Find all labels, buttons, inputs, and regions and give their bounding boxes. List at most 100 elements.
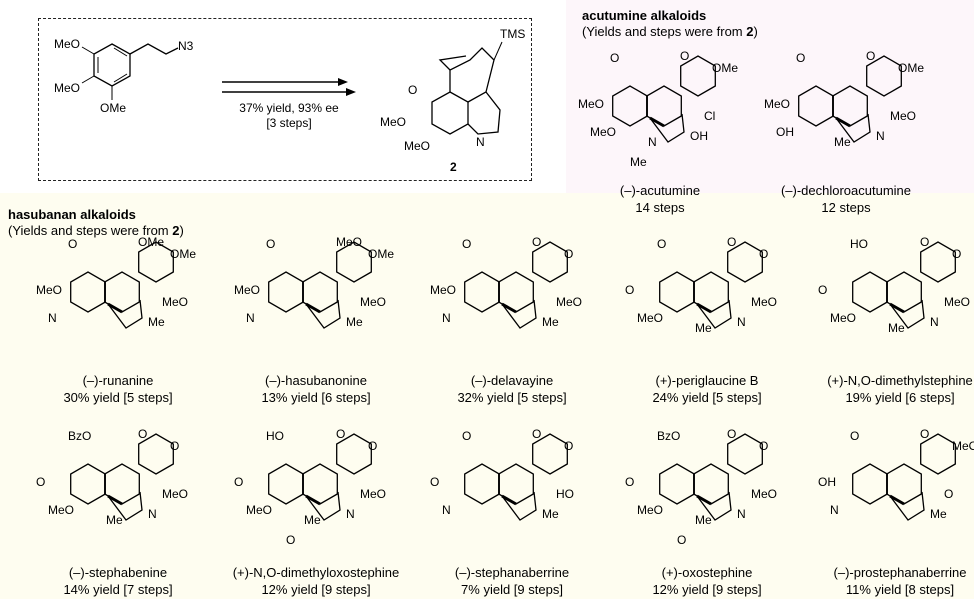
compound-name: (–)-stephanaberrine xyxy=(454,565,570,580)
atom-label: OMe xyxy=(170,247,196,261)
compound-caption: (+)-oxostephine 12% yield [9 steps] xyxy=(612,564,802,598)
atom-label: N xyxy=(930,315,939,329)
atom-label: TMS xyxy=(500,27,525,41)
atom-label: O xyxy=(818,283,827,297)
acutumine-subtitle: (Yields and steps were from 2) xyxy=(582,24,758,39)
atom-label: O xyxy=(610,51,619,65)
atom-label: Cl xyxy=(704,109,715,123)
compound-yield: 12 steps xyxy=(821,200,871,215)
atom-label: O xyxy=(727,235,736,249)
atom-label: O xyxy=(234,475,243,489)
atom-label: O xyxy=(952,247,961,261)
atom-label: MeO xyxy=(162,295,188,309)
atom-label: Me xyxy=(304,513,321,527)
atom-label: MeO xyxy=(764,97,790,111)
atom-label: MeO xyxy=(36,283,62,297)
atom-label: Me xyxy=(106,513,123,527)
atom-label: OMe xyxy=(100,101,126,115)
atom-label: Me xyxy=(888,321,905,335)
atom-label: O xyxy=(796,51,805,65)
hasubanan-panel: hasubanan alkaloids (Yields and steps we… xyxy=(0,193,974,599)
arrowhead-icon xyxy=(346,88,356,96)
atom-label: O xyxy=(532,427,541,441)
compound-caption: (–)-prostephanaberrine 11% yield [8 steps… xyxy=(805,564,974,598)
atom-label: O xyxy=(286,533,295,547)
atom-label: MeO xyxy=(48,503,74,517)
atom-label: O xyxy=(759,247,768,261)
atom-label: OMe xyxy=(368,247,394,261)
atom-label: N xyxy=(737,315,746,329)
atom-label: O xyxy=(138,427,147,441)
atom-label: O xyxy=(850,429,859,443)
compound-yield: 11% yield [8 steps] xyxy=(845,582,955,597)
subtitle-text: (Yields and steps were from xyxy=(8,223,173,238)
atom-label: OH xyxy=(776,125,794,139)
atom-label: MeO xyxy=(54,37,80,51)
compound-2-structure: TMS O MeO MeO N 2 xyxy=(380,27,525,174)
synthesis-scheme-box xyxy=(38,18,532,181)
atom-label: O xyxy=(36,475,45,489)
subtitle-text: (Yields and steps were from xyxy=(582,24,747,39)
atom-label: O xyxy=(170,439,179,453)
atom-label: N xyxy=(648,135,657,149)
atom-label: MeO xyxy=(556,295,582,309)
atom-label: MeO xyxy=(952,439,974,453)
compound-name: (–)-hasubanonine xyxy=(265,373,367,388)
compound-name: (+)-N,O-dimethyloxostephine xyxy=(232,565,400,580)
atom-label: OMe xyxy=(898,61,924,75)
compound-yield: 14% yield [7 steps] xyxy=(63,582,173,597)
subtitle-text: ) xyxy=(179,223,184,238)
atom-label: OMe xyxy=(138,235,164,249)
atom-label: N xyxy=(48,311,57,325)
atom-label: MeO xyxy=(751,487,777,501)
compound-yield: 13% yield [6 steps] xyxy=(261,390,371,405)
compound-caption: (–)-dechloroacutumine 12 steps xyxy=(751,182,941,216)
compound-name: (–)-dechloroacutumine xyxy=(780,183,912,198)
atom-label: HO xyxy=(266,429,284,443)
atom-label: OH xyxy=(690,129,708,143)
atom-label: MeO xyxy=(162,487,188,501)
atom-label: O xyxy=(866,49,875,63)
atom-label: Me xyxy=(630,155,647,169)
atom-label: O xyxy=(680,49,689,63)
atom-label: Me xyxy=(695,321,712,335)
compound-ref: 2 xyxy=(172,223,180,238)
starting-material-structure: MeO MeO OMe N3 xyxy=(54,37,194,115)
atom-label: O xyxy=(408,83,417,97)
hasubanan-title: hasubanan alkaloids xyxy=(8,207,136,222)
atom-label: MeO xyxy=(404,139,430,153)
atom-label: MeO xyxy=(637,311,663,325)
atom-label: N xyxy=(830,503,839,517)
compound-name: (–)-acutumine xyxy=(619,183,701,198)
atom-label: MeO xyxy=(360,487,386,501)
atom-label: O xyxy=(564,439,573,453)
atom-label: O xyxy=(677,533,686,547)
compound-name: (–)-prostephanaberrine xyxy=(833,565,967,580)
atom-label: O xyxy=(920,235,929,249)
compound-yield: 12% yield [9 steps] xyxy=(652,582,762,597)
atom-label: O xyxy=(68,237,77,251)
atom-label: O xyxy=(944,487,953,501)
atom-label: BzO xyxy=(657,429,680,443)
atom-label: Me xyxy=(930,507,947,521)
atom-label: O xyxy=(266,237,275,251)
atom-label: MeO xyxy=(890,109,916,123)
atom-label: O xyxy=(625,475,634,489)
atom-label: O xyxy=(336,427,345,441)
atom-label: OMe xyxy=(712,61,738,75)
compound-name: (+)-oxostephine xyxy=(661,565,753,580)
atom-label: O xyxy=(727,427,736,441)
atom-label: MeO xyxy=(360,295,386,309)
compound-yield: 30% yield [5 steps] xyxy=(63,390,173,405)
